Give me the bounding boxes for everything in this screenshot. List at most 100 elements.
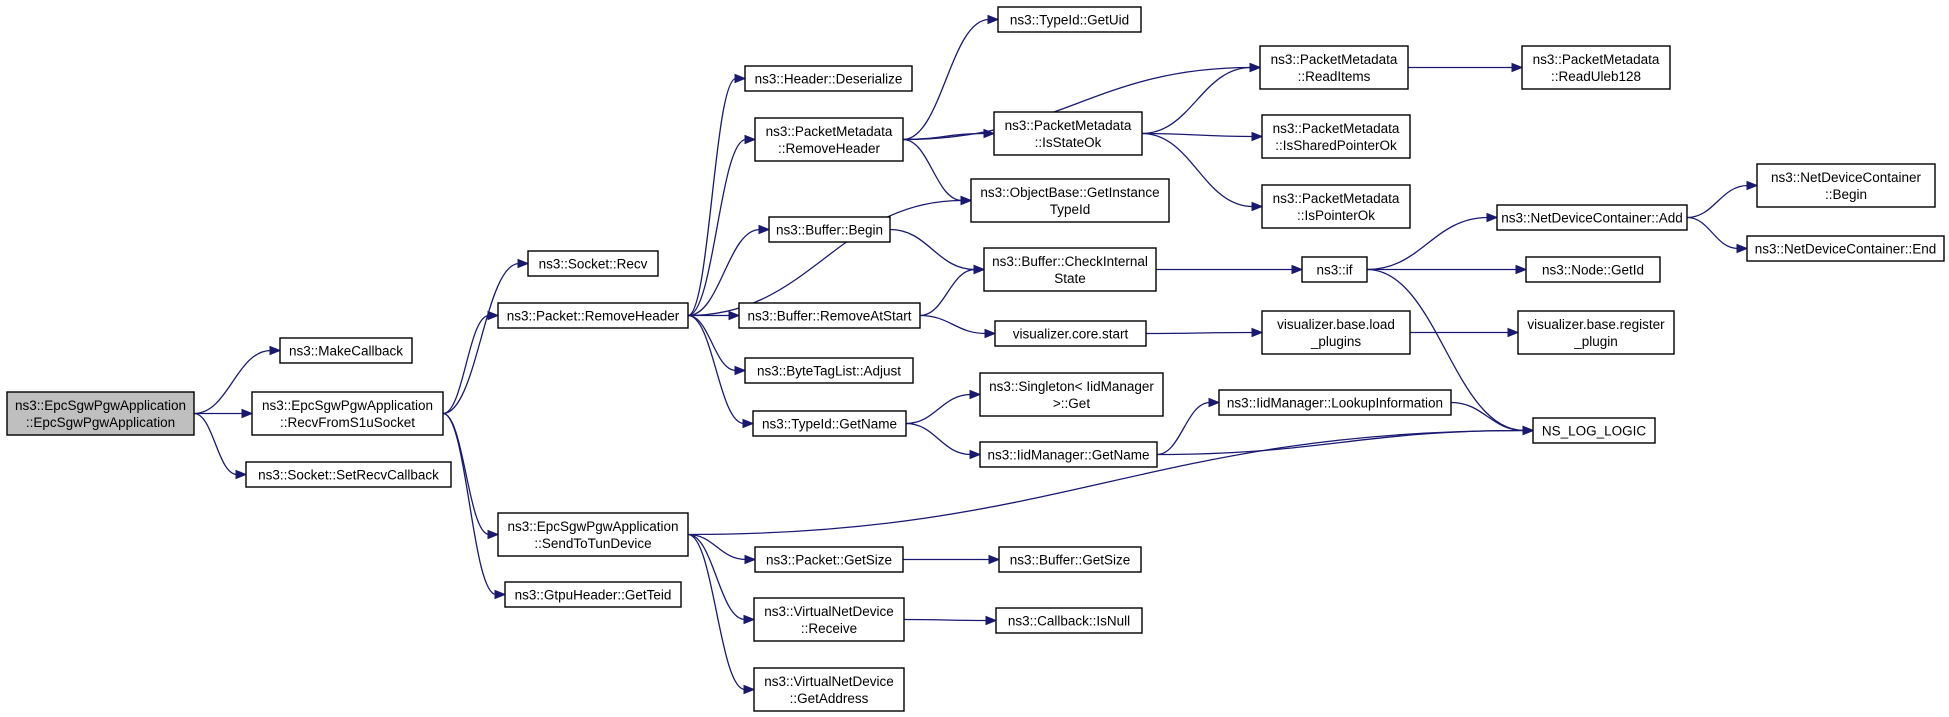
node-pmreaduleb128[interactable]: ns3::PacketMetadata::ReadUleb128	[1521, 45, 1671, 90]
node-packetgetsize[interactable]: ns3::Packet::GetSize	[754, 546, 904, 573]
node-ndcbegin[interactable]: ns3::NetDeviceContainer::Begin	[1756, 163, 1936, 208]
node-setrecvcallback[interactable]: ns3::Socket::SetRecvCallback	[245, 461, 452, 488]
node-label-line: ::IsPointerOk	[1297, 208, 1375, 223]
node-sendtotun[interactable]: ns3::EpcSgwPgwApplication::SendToTunDevi…	[497, 512, 689, 557]
edge-ndcadd-to-ndcend	[1686, 216, 1739, 250]
node-box	[504, 581, 682, 608]
node-label-line: ns3::EpcSgwPgwApplication	[507, 519, 678, 534]
edge-arrowhead	[734, 365, 747, 376]
node-label-line: ::GetAddress	[790, 691, 869, 706]
edge-arrowhead	[960, 195, 973, 206]
node-label-line: ns3::Callback::IsNull	[1008, 614, 1130, 629]
edge-typeidgetname-to-singletonget	[905, 393, 972, 425]
edge-arrowhead	[758, 224, 771, 235]
node-pmisstateok[interactable]: ns3::PacketMetadata::IsStateOk	[993, 111, 1143, 156]
edge-pmisstateok-to-pmreaditems	[1141, 66, 1252, 135]
edge-arrowhead	[984, 328, 997, 339]
edge-arrowhead	[494, 589, 507, 600]
edge-pmremoveheader-to-pmisstateok	[902, 132, 986, 141]
edge-arrowhead	[743, 614, 756, 625]
node-label-line: ns3::Packet::GetSize	[766, 553, 892, 568]
node-iidmanagergetname[interactable]: ns3::IidManager::GetName	[979, 441, 1158, 468]
edge-sendtotun-to-packetgetsize	[687, 533, 747, 561]
edge-packetremoveheader-to-typeidgetname	[687, 314, 745, 425]
edge-iidmanagerlookup-to-nslogLogic	[1450, 401, 1525, 432]
node-box	[752, 410, 907, 437]
node-bufferbegin[interactable]: ns3::Buffer::Begin	[768, 216, 891, 243]
node-callbackisnull[interactable]: ns3::Callback::IsNull	[995, 607, 1143, 634]
node-pmremoveheader[interactable]: ns3::PacketMetadata::RemoveHeader	[754, 117, 904, 162]
node-nslogLogic[interactable]: NS_LOG_LOGIC	[1532, 417, 1656, 444]
node-nodegetid[interactable]: ns3::Node::GetId	[1525, 256, 1661, 283]
node-label-line: ::RecvFromS1uSocket	[280, 415, 415, 430]
node-vizbaseloadplugins[interactable]: visualizer.base.load_plugins	[1261, 310, 1411, 355]
node-label-line: ns3::Buffer::GetSize	[1010, 553, 1131, 568]
node-buffergetsize[interactable]: ns3::Buffer::GetSize	[998, 546, 1142, 573]
edge-sendtotun-to-vndreceive	[687, 533, 746, 621]
node-box	[1261, 184, 1411, 229]
node-recvfroms1u[interactable]: ns3::EpcSgwPgwApplication::RecvFromS1uSo…	[251, 391, 444, 436]
node-vizbaseregisterplugin[interactable]: visualizer.base.register_plugin	[1517, 310, 1675, 355]
node-box	[995, 607, 1143, 634]
node-label-line: >::Get	[1053, 396, 1090, 411]
node-nsif[interactable]: ns3::if	[1301, 256, 1368, 283]
edge-nsif-to-ndcadd	[1366, 216, 1489, 271]
node-label-line: ::SendToTunDevice	[534, 536, 651, 551]
edge-typeidgetname-to-iidmanagergetname	[905, 422, 972, 456]
edge-recvfroms1u-to-gtpugetteid	[442, 412, 497, 596]
node-vndreceive[interactable]: ns3::VirtualNetDevice::Receive	[753, 597, 905, 642]
node-label-line: ns3::GtpuHeader::GetTeid	[515, 588, 672, 603]
node-root[interactable]: ns3::EpcSgwPgwApplication::EpcSgwPgwAppl…	[6, 391, 195, 436]
node-typeidgetname[interactable]: ns3::TypeId::GetName	[752, 410, 907, 437]
node-visualizercorestart[interactable]: visualizer.core.start	[994, 320, 1147, 347]
edge-arrowhead	[744, 554, 757, 565]
node-singletonget[interactable]: ns3::Singleton< IidManager >::Get	[979, 372, 1164, 417]
node-label-line: ::RemoveHeader	[778, 141, 881, 156]
node-box	[979, 372, 1164, 417]
node-typeidgetuid[interactable]: ns3::TypeId::GetUid	[997, 6, 1142, 33]
node-box	[279, 337, 413, 364]
edge-visualizercorestart-to-vizbaseloadplugins	[1145, 331, 1254, 335]
node-label-line: ::IsStateOk	[1035, 135, 1102, 150]
node-pmreaditems[interactable]: ns3::PacketMetadata::ReadItems	[1259, 45, 1409, 90]
node-gtpugetteid[interactable]: ns3::GtpuHeader::GetTeid	[504, 581, 682, 608]
node-ndcend[interactable]: ns3::NetDeviceContainer::End	[1746, 235, 1945, 262]
edge-pmisstateok-to-pmispointerok	[1141, 132, 1254, 208]
node-packetremoveheader[interactable]: ns3::Packet::RemoveHeader	[497, 302, 689, 329]
edge-packetremoveheader-to-headerdeserialize	[687, 77, 737, 317]
node-box	[997, 6, 1142, 33]
node-pmispointerok[interactable]: ns3::PacketMetadata::IsPointerOk	[1261, 184, 1411, 229]
node-box	[744, 65, 913, 92]
edge-arrowhead	[728, 310, 741, 321]
node-ndcadd[interactable]: ns3::NetDeviceContainer::Add	[1496, 204, 1688, 231]
edge-arrowhead	[1291, 264, 1304, 275]
node-label-line: ns3::IidManager::LookupInformation	[1227, 396, 1443, 411]
node-bytetaglistadjust[interactable]: ns3::ByteTagList::Adjust	[744, 357, 914, 384]
node-label-line: ns3::PacketMetadata	[1273, 191, 1400, 206]
node-iidmanagerlookup[interactable]: ns3::IidManager::LookupInformation	[1218, 389, 1452, 416]
node-vndgetaddress[interactable]: ns3::VirtualNetDevice::GetAddress	[753, 667, 905, 712]
edge-arrowhead	[744, 134, 757, 145]
edge-arrowhead	[1208, 397, 1221, 408]
edge-sendtotun-to-nslogLogic	[687, 429, 1525, 536]
node-box	[527, 250, 659, 277]
edge-arrowhead	[1522, 425, 1535, 436]
node-box	[994, 320, 1147, 347]
node-socketrecv[interactable]: ns3::Socket::Recv	[527, 250, 659, 277]
edge-root-to-makecallback	[193, 349, 272, 415]
node-headerdeserialize[interactable]: ns3::Header::Deserialize	[744, 65, 913, 92]
edge-arrowhead	[983, 128, 996, 139]
node-bufferremoveatstart[interactable]: ns3::Buffer::RemoveAtStart	[738, 302, 921, 329]
node-pmissharedpointerok[interactable]: ns3::PacketMetadata::IsSharedPointerOk	[1261, 114, 1411, 159]
node-box	[1496, 204, 1688, 231]
edge-arrowhead	[235, 469, 248, 480]
node-box	[1261, 114, 1411, 159]
node-label-line: TypeId	[1050, 202, 1091, 217]
node-box	[1746, 235, 1945, 262]
node-makecallback[interactable]: ns3::MakeCallback	[279, 337, 413, 364]
node-box	[1218, 389, 1452, 416]
graph-edges	[193, 14, 1759, 695]
